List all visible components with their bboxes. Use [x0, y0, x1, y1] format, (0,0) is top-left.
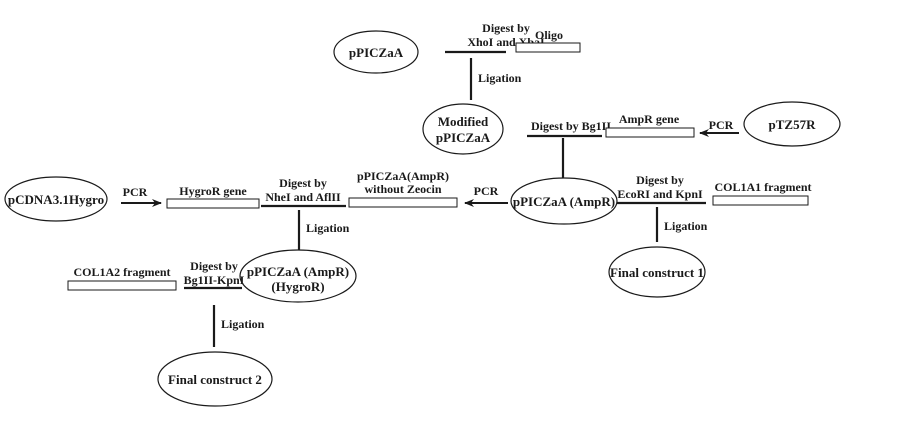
fragment-col1a2-bar — [67, 280, 177, 291]
node-pcdna: pCDNA3.1Hygro — [4, 176, 108, 222]
fragment-oligo-label: Oligo — [535, 28, 563, 42]
fragment-col1a1-bar — [712, 195, 809, 206]
fragment-col1a2: COL1A2 fragment — [67, 265, 177, 291]
digest-bgkp-line2: Bg1II-KpnI — [184, 273, 245, 287]
pcr-hygro-label: PCR — [123, 185, 148, 199]
step-digest-bglii-kpni: Digest by Bg1II-KpnI — [184, 259, 245, 290]
pcr-ampr-label: PCR — [709, 118, 734, 132]
node-modified-line2: pPICZaA — [436, 130, 491, 145]
fragment-col1a1: COL1A1 fragment — [712, 180, 812, 206]
node-final-construct-1: Final construct 1 — [608, 246, 706, 298]
fragment-oligo-bar — [515, 42, 581, 53]
fragment-noz-bar — [348, 197, 458, 208]
ligation-1-label: Ligation — [478, 71, 522, 85]
fragment-hygror-label: HygroR gene — [179, 184, 247, 198]
step-digest-nhei-aflii: Digest by NheI and AflII — [261, 176, 346, 208]
fragment-ampr-gene: AmpR gene — [605, 112, 695, 138]
fragment-noz-line1: pPICZaA(AmpR) — [357, 169, 449, 183]
node-ppiczaa-label: pPICZaA — [349, 45, 404, 60]
node-final1-label: Final construct 1 — [610, 265, 704, 280]
node-final-construct-2: Final construct 2 — [157, 351, 273, 407]
node-ppiczaa-ampr-hygror: pPICZaA (AmpR) (HygroR) — [239, 249, 357, 303]
step-digest-ecori-kpni: Digest by EcoRI and KpnI — [617, 173, 706, 205]
fragment-col1a2-label: COL1A2 fragment — [74, 265, 171, 279]
fragment-ampr-bar — [605, 127, 695, 138]
node-ptz57r: pTZ57R — [743, 101, 841, 147]
fragment-col1a1-label: COL1A1 fragment — [715, 180, 812, 194]
digest-eco-line1: Digest by — [636, 173, 684, 187]
ligation-2-label: Ligation — [664, 219, 708, 233]
fragment-hygror-gene: HygroR gene — [166, 184, 260, 209]
fragment-ppiczaa-noz: pPICZaA(AmpR) without Zeocin — [348, 169, 458, 208]
node-ppiczaa-ampr-label: pPICZaA (AmpR) — [513, 194, 615, 209]
ligation-3-label: Ligation — [306, 221, 350, 235]
digest-xho-line1: Digest by — [482, 21, 530, 35]
node-modified-line1: Modified — [438, 114, 489, 129]
node-ptz57r-label: pTZ57R — [769, 117, 817, 132]
fragment-hygror-bar — [166, 198, 260, 209]
pcr-noz-label: PCR — [474, 184, 499, 198]
digest-bgl-label: Digest by Bg1II — [531, 119, 611, 133]
node-ppiczaa: pPICZaA — [333, 30, 419, 74]
ligation-4-label: Ligation — [221, 317, 265, 331]
digest-nhe-line2: NheI and AflII — [265, 190, 341, 204]
node-pcdna-label: pCDNA3.1Hygro — [8, 192, 104, 207]
node-hygror-line1: pPICZaA (AmpR) — [247, 264, 349, 279]
node-hygror-line2: (HygroR) — [271, 279, 324, 294]
node-ppiczaa-ampr: pPICZaA (AmpR) — [510, 177, 618, 225]
node-modified-ppiczaa: Modified pPICZaA — [422, 103, 504, 155]
digest-bgkp-line1: Digest by — [190, 259, 238, 273]
fragment-oligo: Oligo — [515, 28, 581, 53]
node-final2-label: Final construct 2 — [168, 372, 262, 387]
fragment-ampr-label: AmpR gene — [619, 112, 680, 126]
digest-nhe-line1: Digest by — [279, 176, 327, 190]
digest-eco-line2: EcoRI and KpnI — [617, 187, 703, 201]
fragment-noz-line2: without Zeocin — [364, 182, 441, 196]
